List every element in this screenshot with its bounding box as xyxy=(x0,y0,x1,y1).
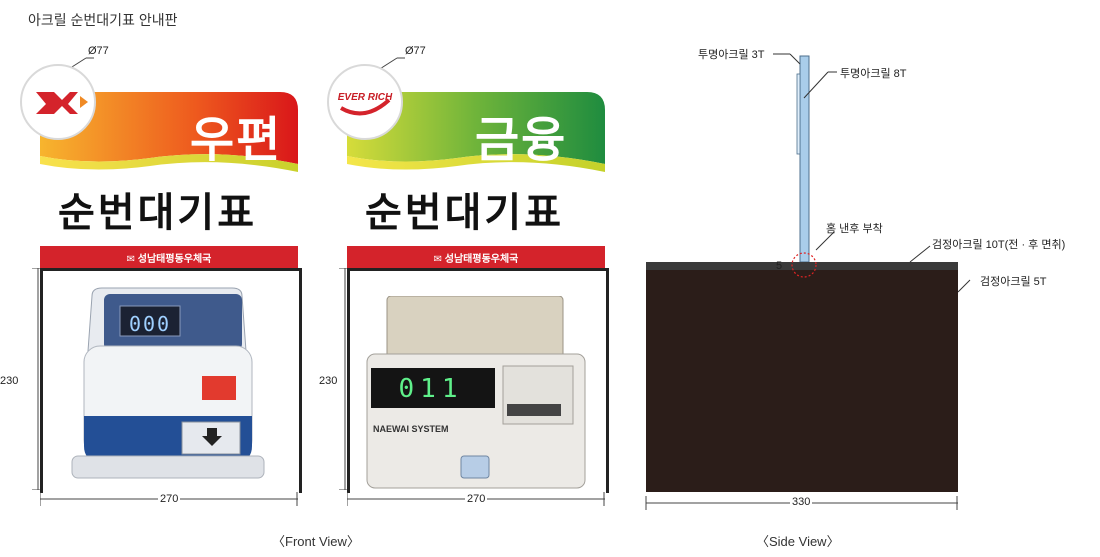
caption-side-view: 〈Side View〉 xyxy=(756,534,840,549)
front-panel-postal: Ø77 우편 순번대기표 ✉ xyxy=(0,40,320,520)
width-dimension-label: 270 xyxy=(465,493,488,505)
korea-post-icon xyxy=(36,92,88,114)
post-logo-icon: ✉ xyxy=(433,254,445,265)
stand-frame xyxy=(40,268,302,493)
height-dimension xyxy=(32,268,40,490)
height-dimension xyxy=(339,268,347,490)
sign-subheading: 순번대기표 xyxy=(365,190,564,236)
front-panel-finance: Ø77 금융 순번대기표 ✉ 성남태 xyxy=(319,40,627,520)
label-groove-attach: 홈 낸후 부착 xyxy=(826,223,883,235)
width-dimension-label: 330 xyxy=(790,496,813,508)
counter-display: 011 xyxy=(398,374,464,404)
width-dimension-label: 270 xyxy=(158,493,181,505)
korea-post-logo xyxy=(20,64,96,140)
brand-text: NAEWAI SYSTEM xyxy=(373,424,449,434)
ever-rich-logo-text: EVER RICH xyxy=(337,92,393,103)
sign-footer-label: 성남태평동우체국 xyxy=(137,254,212,265)
depth-dimension-label: 5 xyxy=(776,260,783,272)
post-logo-icon: ✉ xyxy=(126,254,138,265)
label-black-acrylic-5t: 검정아크릴 5T xyxy=(980,276,1047,288)
label-black-acrylic-10t: 검정아크릴 10T(전 · 후 면취) xyxy=(932,239,1066,251)
stand-frame xyxy=(347,268,609,493)
sign-header-band xyxy=(347,92,605,268)
ever-rich-logo: EVER RICH xyxy=(327,64,403,140)
height-dimension-label: 230 xyxy=(319,375,338,387)
ticket-machine-qsys xyxy=(71,287,265,479)
side-view: 투명아크릴 3T 투명아크릴 8T 홈 낸후 부착 검정아크릴 10T(전 · … xyxy=(640,40,1100,520)
label-clear-acrylic-3t: 투명아크릴 3T xyxy=(698,49,765,61)
sign-footer-label: 성남태평동우체국 xyxy=(444,254,519,265)
side-view-drawing xyxy=(645,53,971,510)
logo-diameter-label: Ø77 xyxy=(88,45,109,57)
sign-heading: 우편 xyxy=(190,112,283,168)
sign-subheading: 순번대기표 xyxy=(58,190,257,236)
label-clear-acrylic-8t: 투명아크릴 8T xyxy=(840,68,907,80)
ever-rich-swoosh-icon xyxy=(339,98,391,116)
ticket-machine-naewai xyxy=(366,296,586,489)
sign-footer-text: ✉ 성남태평동우체국 xyxy=(40,250,298,265)
caption-front-view: 〈Front View〉 xyxy=(272,534,360,549)
diagram-title: 아크릴 순번대기표 안내판 xyxy=(28,12,178,28)
sign-board: 금융 순번대기표 ✉ 성남태평동우체국 xyxy=(347,92,605,268)
counter-display: 000 xyxy=(128,312,172,336)
logo-diameter-label: Ø77 xyxy=(405,45,426,57)
height-dimension-label: 230 xyxy=(0,375,19,387)
sign-heading: 금융 xyxy=(475,112,568,168)
sign-footer-text: ✉ 성남태평동우체국 xyxy=(347,250,605,265)
sign-board: 우편 순번대기표 ✉ 성남태평동우체국 xyxy=(40,92,298,268)
